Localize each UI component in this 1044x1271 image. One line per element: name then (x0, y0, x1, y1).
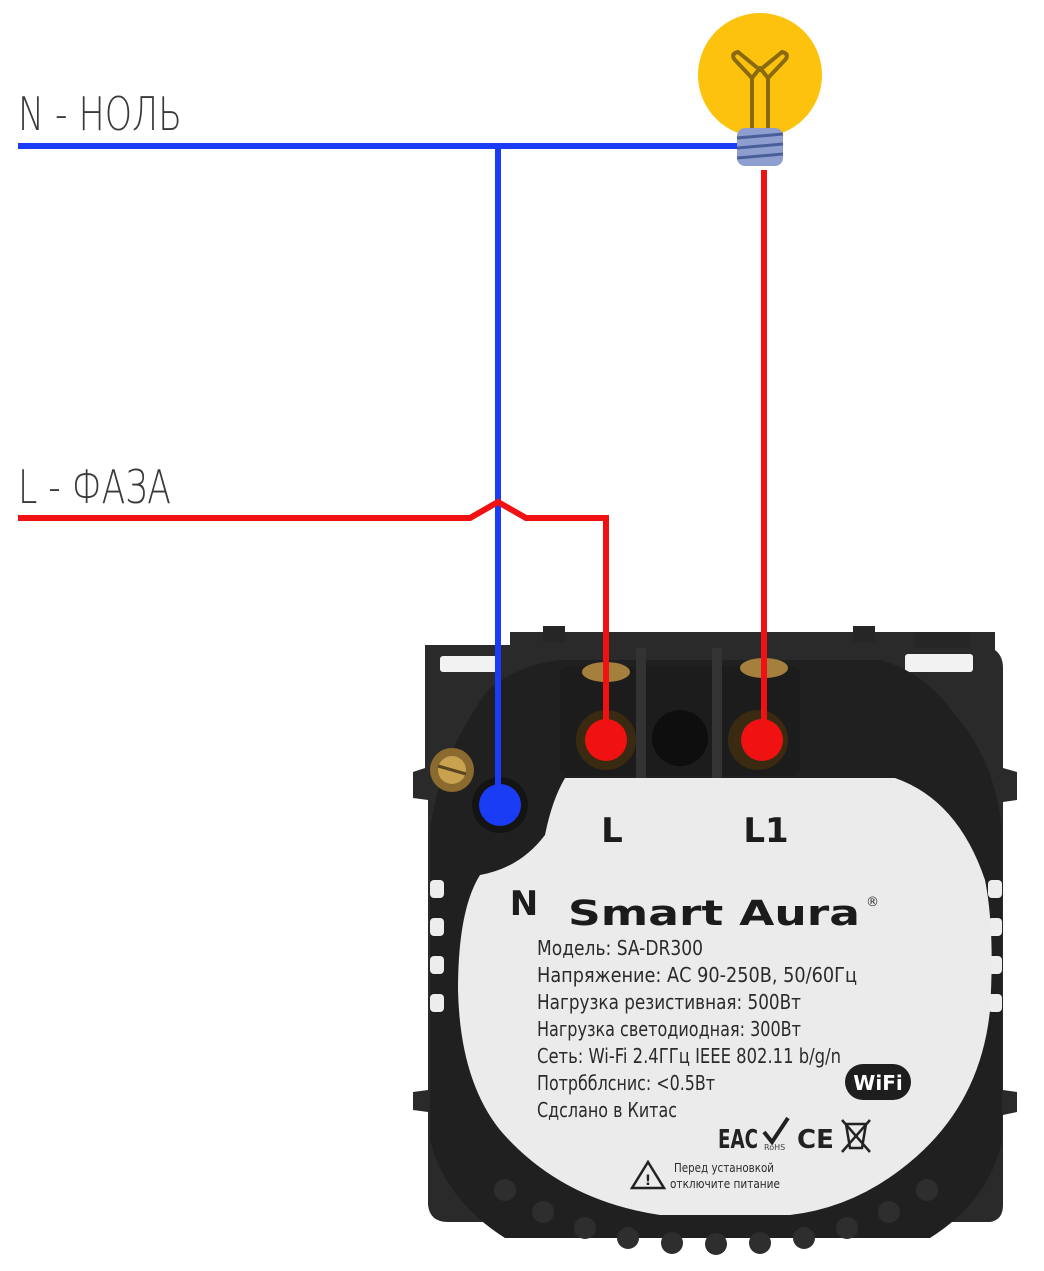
terminal-label-l1: L1 (743, 811, 788, 851)
spec-line: Нагрузка светодиодная: 300Вт (537, 1017, 801, 1041)
spec-line: Сеть: Wi-Fi 2.4ГГц IEEE 802.11 b/g/n (537, 1044, 841, 1068)
terminal-dot-l (585, 719, 627, 761)
warning-line: отключите питание (670, 1177, 780, 1191)
wifi-badge-icon: WiFi (845, 1064, 911, 1100)
top-tab-corner (915, 632, 970, 648)
terminal-label-n: N (510, 884, 538, 924)
weee-bin-icon (841, 1119, 871, 1153)
wifi-badge-text: WiFi (853, 1071, 902, 1095)
top-tab-left (543, 626, 565, 642)
spec-line: Сдслано в Китас (537, 1098, 677, 1122)
wires (18, 143, 767, 806)
terminal-label-l: L (601, 811, 623, 851)
serrated-rim (494, 1179, 938, 1255)
eac-mark-icon: EAC (718, 1125, 758, 1155)
spec-line: Модель: SA-DR300 (537, 936, 703, 960)
terminal-hole-middle (652, 710, 708, 766)
phase-wire (18, 498, 609, 742)
ce-mark-icon: CE (797, 1125, 834, 1155)
warning-line: Перед установкой (674, 1161, 774, 1175)
spec-line: Потрбблснис: <0.5Вт (537, 1071, 715, 1095)
spec-line: Нагрузка резистивная: 500Вт (537, 990, 801, 1014)
spec-line: Напряжение: АС 90-250В, 50/60Гц (537, 963, 857, 987)
rohs-label: RoHS (764, 1143, 785, 1152)
plate-window-right (905, 654, 973, 672)
warning-mark: ! (645, 1173, 651, 1189)
terminal-screw-n (430, 748, 474, 792)
warning-block: ! Перед установкой отключите питание (629, 1159, 780, 1191)
neutral-line-label: N - НОЛЬ (18, 87, 182, 141)
certification-marks: EAC RoHS CE (718, 1116, 871, 1155)
light-bulb-icon (698, 13, 822, 166)
switch-mechanism: L L1 N Smart Aura ® Модель: SA-DR300 Нап… (413, 626, 1017, 1255)
spec-list: Модель: SA-DR300 Напряжение: АС 90-250В,… (537, 936, 857, 1122)
brand-name: Smart Aura (568, 894, 860, 934)
rohs-check-icon: RoHS (762, 1116, 790, 1152)
brand-trademark: ® (866, 895, 879, 910)
terminal-divider-right (712, 648, 722, 778)
plate-window-left (440, 656, 498, 672)
terminal-dot-n (479, 784, 521, 826)
warning-triangle-icon (629, 1159, 667, 1190)
phase-line-label: L - ФАЗА (18, 460, 171, 514)
label-panel (458, 778, 992, 1215)
top-tab-right (853, 626, 875, 642)
terminal-divider-left (636, 648, 646, 778)
terminal-dot-l1 (741, 719, 783, 761)
side-grips (430, 880, 1002, 1012)
